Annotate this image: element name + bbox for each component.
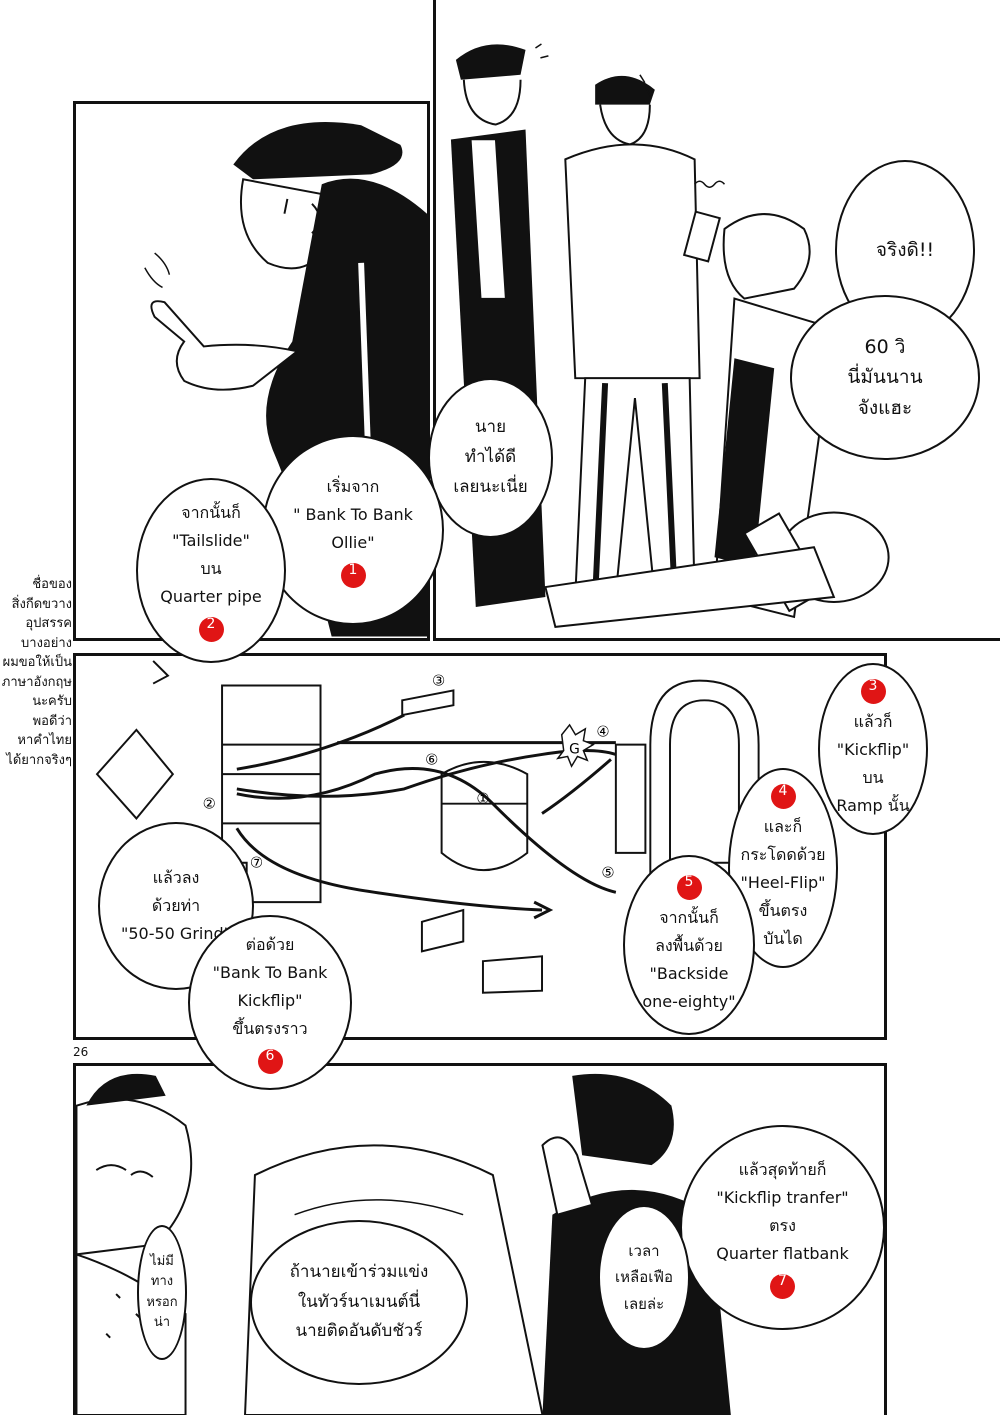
note-line: สิ่งกีดขวาง <box>11 596 72 612</box>
bubble-tailslide: จากนั้นก็ "Tailslide" บน Quarter pipe 2 <box>136 478 286 663</box>
step-number-badge: 7 <box>770 1274 795 1299</box>
map-label-7: ⑦ <box>250 855 263 872</box>
bubble-60-seconds: 60 วิ นี่มันนาน จังแฮะ <box>790 295 980 460</box>
note-line: หาคำไทย <box>17 733 72 748</box>
map-label-1: ① <box>476 791 489 808</box>
note-line: พอดีว่า <box>32 713 72 729</box>
note-line: ผมขอให้เป็น <box>2 655 72 670</box>
step-number-badge: 5 <box>676 874 702 900</box>
bubble-tournament: ถ้านายเข้าร่วมแข่ง ในทัวร์นาเมนต์นี่ นาย… <box>250 1220 468 1385</box>
step-number-badge: 3 <box>860 678 886 704</box>
map-label-2: ② <box>203 796 216 813</box>
bubble-time-left: เวลา เหลือเฟือ เลยล่ะ <box>598 1205 690 1350</box>
bubble-heel-flip: 4 และก็ กระโดดด้วย "Heel-Flip" ขึ้นตรง บ… <box>728 768 838 968</box>
bubble-kickflip-tranfer: แล้วสุดท้ายก็ "Kickflip tranfer" ตรง Qua… <box>680 1125 885 1330</box>
note-line: บางอย่าง <box>21 635 72 651</box>
note-line: ชื่อของ <box>32 577 72 592</box>
bubble-bank-to-bank-ollie: เริ่มจาก " Bank To Bank Ollie" 1 <box>262 435 444 625</box>
step-number-badge: 4 <box>770 783 796 809</box>
note-line: ได้ยากจริงๆ <box>6 752 72 768</box>
bubble-kickflip-ramp: 3 แล้วก็ "Kickflip" บน Ramp นั้น <box>818 663 928 835</box>
translator-note: ชื่อของ สิ่งกีดขวาง อุปสรรค บางอย่าง ผมข… <box>0 575 72 770</box>
note-line: อุปสรรค <box>25 616 72 631</box>
map-label-4: ④ <box>596 724 609 741</box>
step-number-badge: 6 <box>257 1049 283 1074</box>
note-line: นะครับ <box>32 694 72 709</box>
map-label-3: ③ <box>432 673 445 690</box>
page-number: 26 <box>73 1045 89 1059</box>
map-label-5: ⑤ <box>601 865 614 882</box>
bubble-well-done: นาย ทำได้ดี เลยนะเนี่ย <box>428 378 553 538</box>
map-label-g: G <box>569 741 580 757</box>
step-number-badge: 2 <box>198 617 224 642</box>
map-label-6: ⑥ <box>425 751 438 768</box>
bubble-no-way: ไม่มี ทาง หรอก น่า <box>137 1225 187 1360</box>
bubble-bank-to-bank-kickflip: ต่อด้วย "Bank To Bank Kickflip" ขึ้นตรงร… <box>188 915 352 1090</box>
step-number-badge: 1 <box>340 562 366 588</box>
note-line: ภาษาอังกฤษ <box>1 674 72 690</box>
bubble-backside-one-eighty: 5 จากนั้นก็ ลงพื้นด้วย "Backside one-eig… <box>623 855 755 1035</box>
